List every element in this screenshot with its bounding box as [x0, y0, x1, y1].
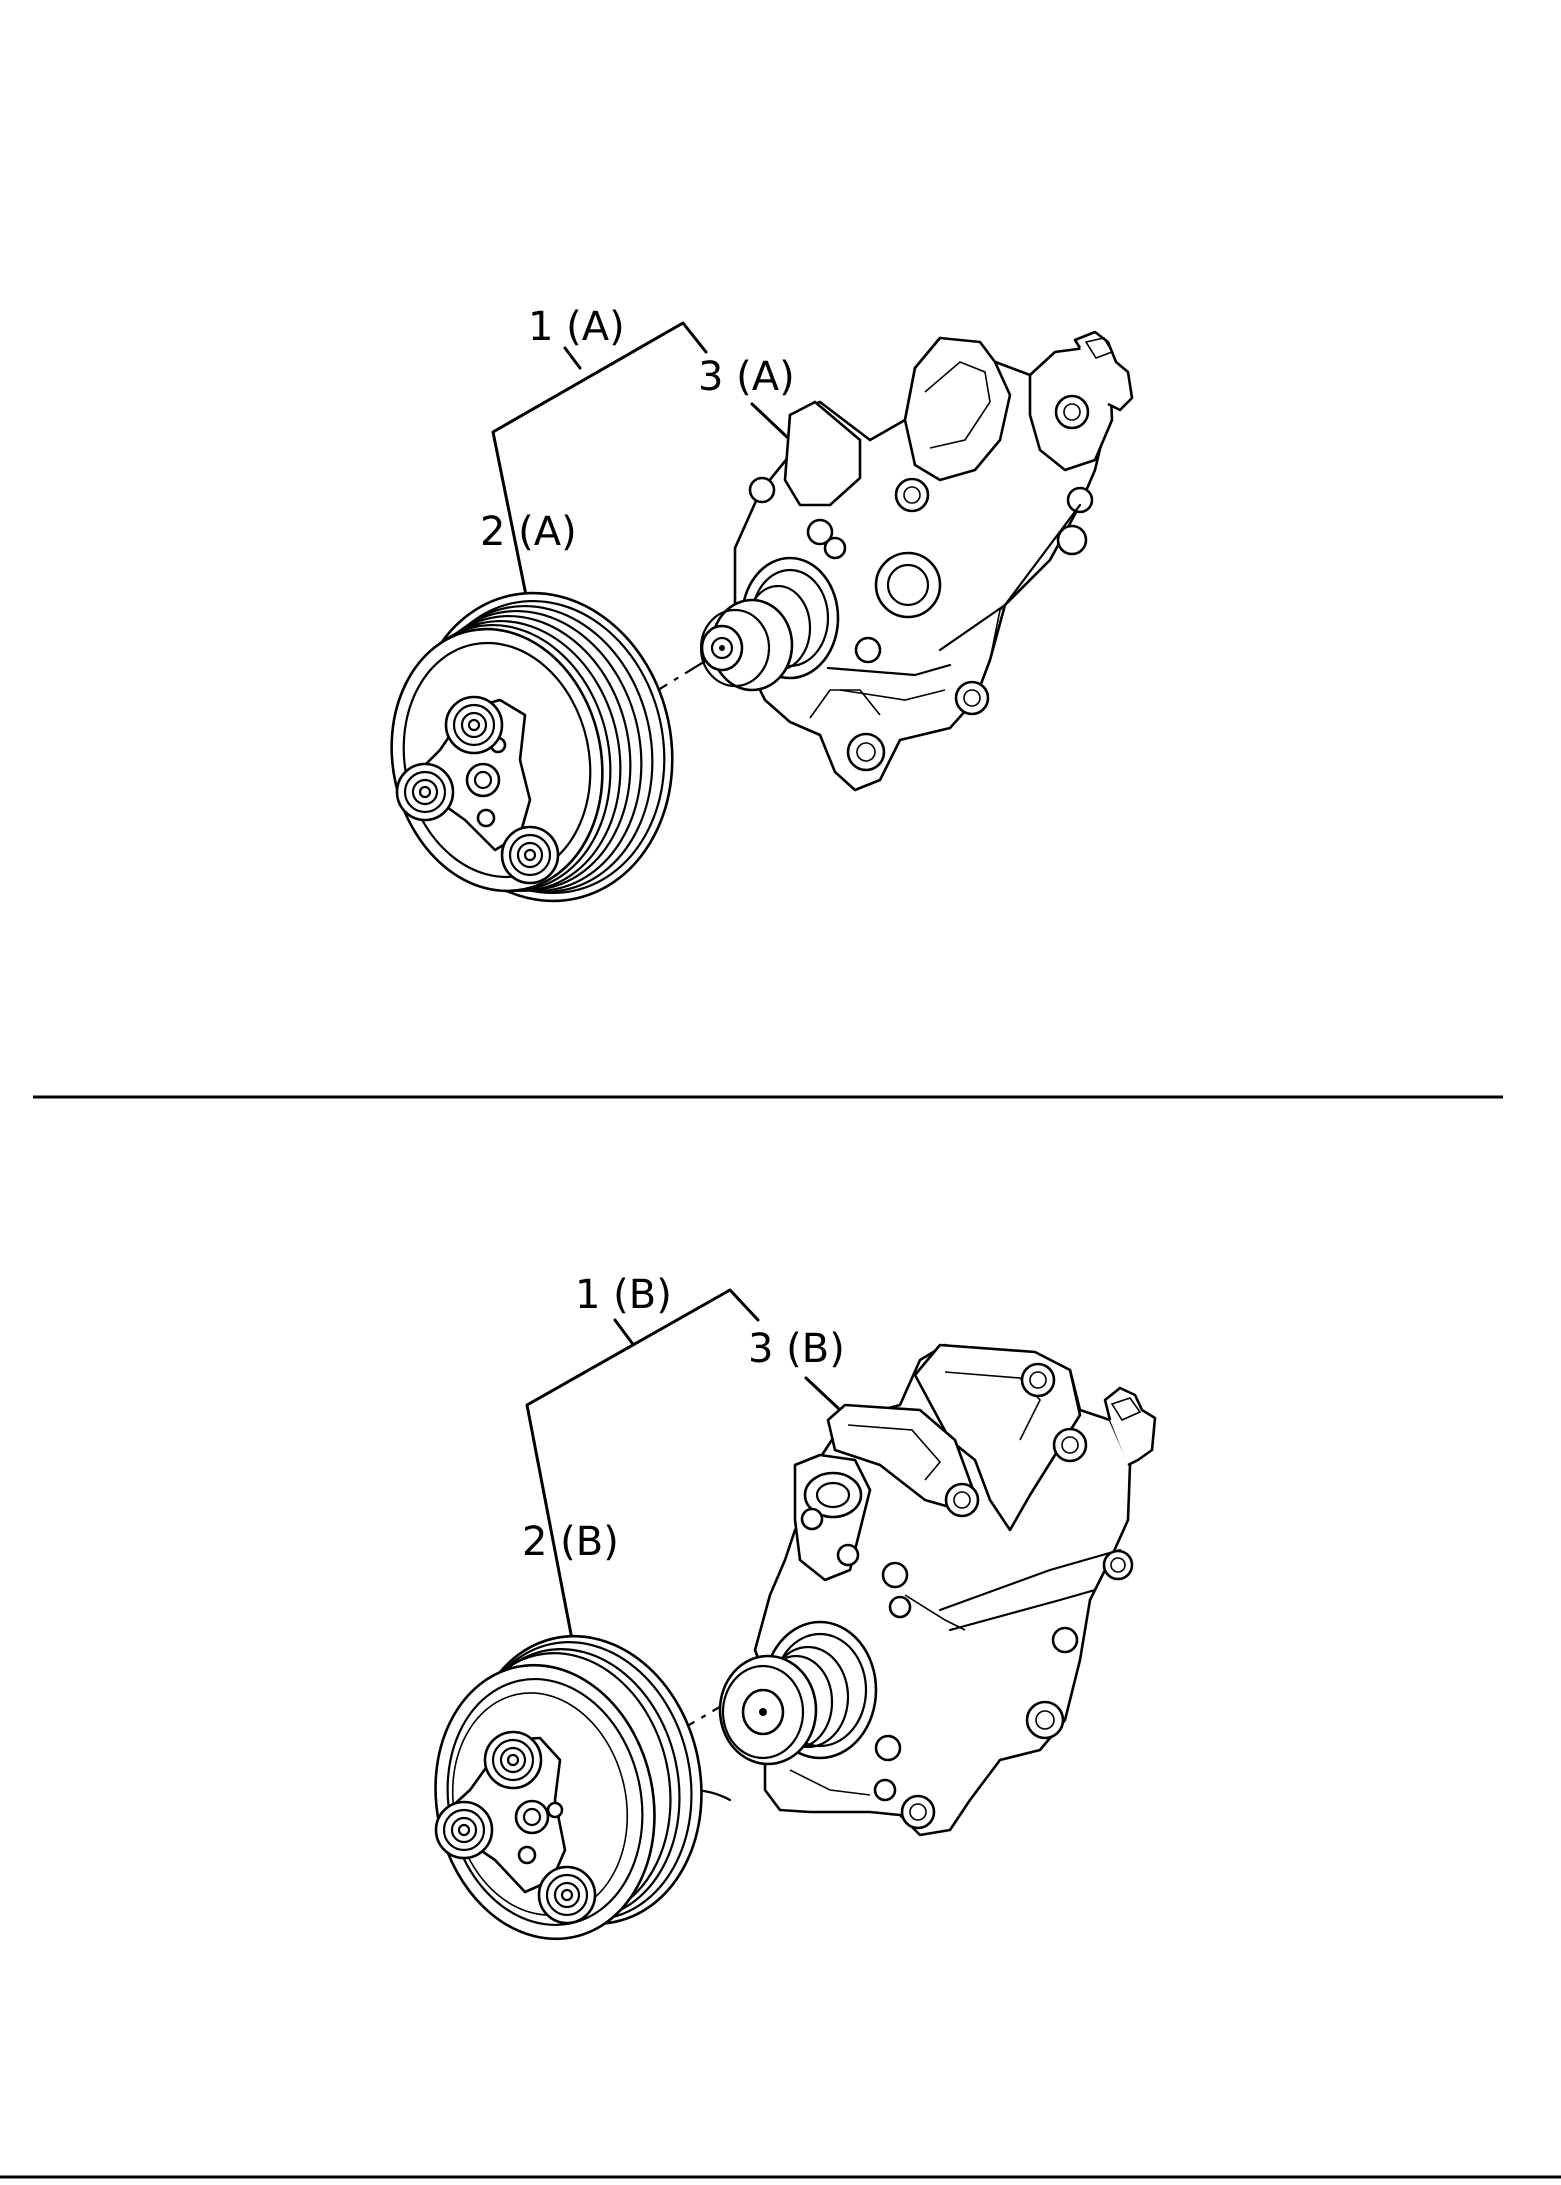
rivet-b-top: [483, 1730, 543, 1790]
label-compressor-a: 3 (A): [698, 354, 795, 400]
leader-lines-b: [525, 1288, 840, 1657]
rivet-a-left: [395, 762, 455, 822]
compressor-a: [699, 330, 1134, 792]
rivet-a-top: [444, 695, 504, 755]
pulley-b: [434, 1634, 732, 1941]
rivet-b-bottom: [537, 1865, 597, 1925]
panel-a: 1 (A) 3 (A) 2 (A): [390, 304, 1134, 903]
label-compressor-b: 3 (B): [748, 1326, 845, 1372]
label-pulley-b: 2 (B): [522, 1519, 619, 1565]
rivet-b-left: [434, 1800, 494, 1860]
rivet-a-bottom: [500, 825, 560, 885]
label-pulley-a: 2 (A): [480, 509, 577, 555]
leader-lines-a: [491, 321, 789, 607]
label-assembly-a: 1 (A): [528, 304, 625, 350]
panel-b: 1 (B) 3 (B) 2 (B): [434, 1272, 1157, 1941]
pulley-a: [390, 591, 674, 903]
compressor-b: [718, 1343, 1157, 1837]
label-assembly-b: 1 (B): [575, 1272, 672, 1318]
